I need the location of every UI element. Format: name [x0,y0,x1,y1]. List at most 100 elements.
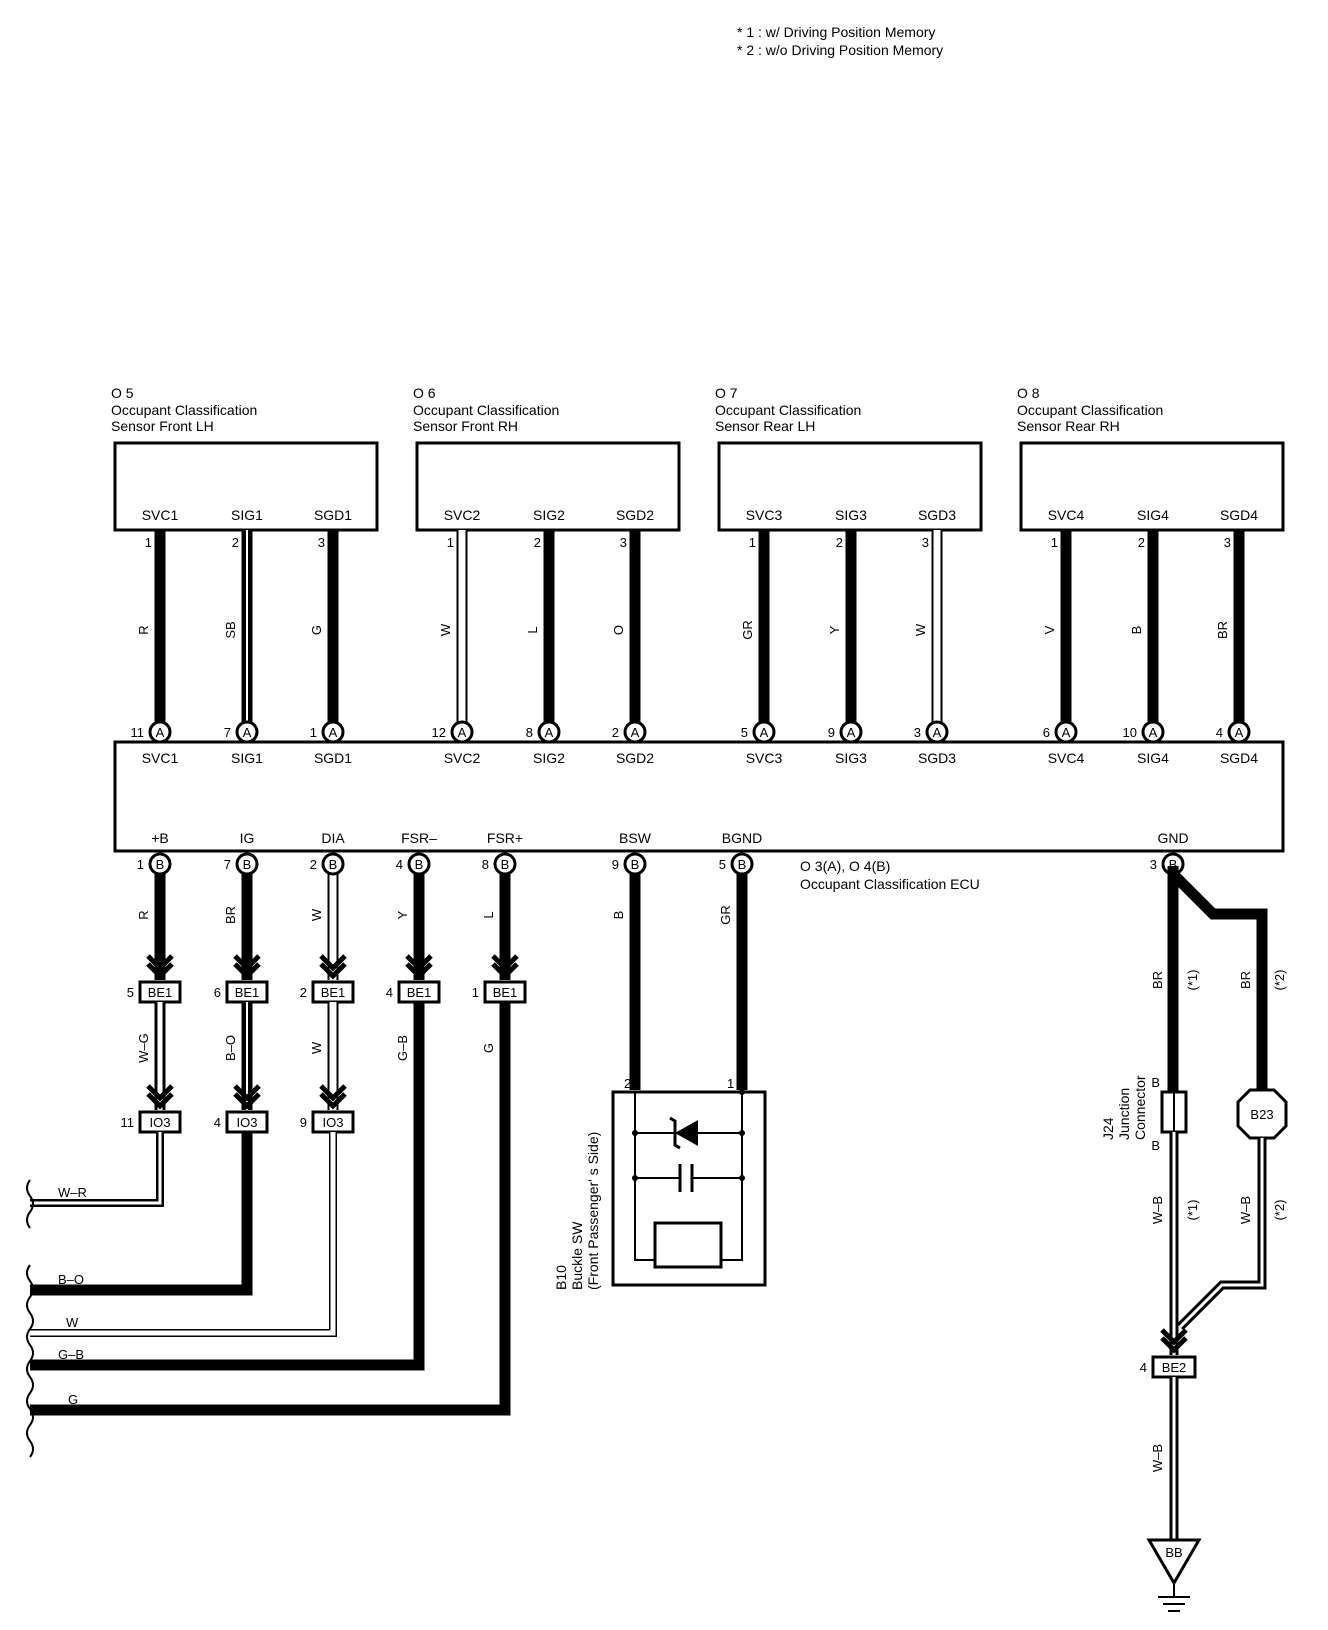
ecu-term-dia: DIA [321,830,345,846]
harness-label-g-b: G–B [58,1347,84,1362]
io3-connectors: IO3 11 IO3 4 IO3 9 [121,1110,355,1134]
svg-text:A: A [329,725,338,740]
harness-label-g: G [68,1392,78,1407]
color-w: W [309,1041,324,1054]
ecu-a-pin-sig4: 10 [1123,725,1137,740]
arrow-fsr-plus-2 [491,962,519,980]
io3-harness-wires [30,1132,337,1337]
connector-a-pin-12: A [450,720,474,744]
connector-a-pin-10: A [1141,720,1165,744]
ground-wb-2: W–B [1238,1196,1253,1224]
ecu-connector-b: B B B B B B B B [148,852,1185,876]
wire-color-w2: W [913,623,928,636]
ecu-name-label: Occupant Classification ECU [800,876,980,892]
svg-text:A: A [631,725,640,740]
svg-text:B: B [738,857,747,872]
svg-text:B: B [1169,857,1178,872]
ecu-term-sgd1: SGD1 [314,750,352,766]
wire-color-w: W [438,623,453,636]
o8-pin-2: 2 [1138,535,1145,550]
ecu-bottom-terminal-names: +B IG DIA FSR– FSR+ BSW BGND GND [151,830,1188,846]
o7-term-svc3: SVC3 [746,507,783,523]
connector-a-pin-7: A [235,720,259,744]
be1-label-2: BE1 [235,985,260,1000]
ecu-a-pin-svc3: 5 [741,725,748,740]
connector-b-pin-2: B [321,852,345,876]
ecu-connector-label: O 3(A), O 4(B) [800,858,890,874]
wire-color-br: BR [1215,621,1230,639]
svg-text:A: A [760,725,769,740]
arrow-dia-2 [319,962,347,980]
sensor-o5-id: O 5 [111,385,134,401]
wire-color-o: O [611,625,626,635]
b23-label: B23 [1250,1107,1273,1122]
o5-term-sgd1: SGD1 [314,507,352,523]
ground-note-2: (*2) [1272,970,1287,991]
buckle-pin-1: 1 [727,1076,734,1091]
ecu-term-plus-b: +B [151,830,169,846]
be1-pin-5: 5 [127,985,134,1000]
b23-connector [1236,1088,1288,1140]
buckle-switch: 2 1 [611,1076,767,1287]
sensor-o7-id: O 7 [715,385,738,401]
ecu-b-pin-gnd: 3 [1150,857,1157,872]
ground-wb-1: W–B [1150,1196,1165,1224]
o5-pin-3: 3 [318,535,325,550]
o7-pin-1: 1 [749,535,756,550]
earth-label: BB [1165,1545,1182,1560]
be1-pin-6: 6 [214,985,221,1000]
ecu-term-svc1: SVC1 [142,750,179,766]
sensor-o6-line1: Occupant Classification [413,402,559,418]
sensor-o7-line1: Occupant Classification [715,402,861,418]
ecu-a-pin-sig2: 8 [526,725,533,740]
be2-pin: 4 [1140,1360,1147,1375]
o8-term-sgd4: SGD4 [1220,507,1258,523]
be1-label-5: BE1 [493,985,518,1000]
bottom-color-w: W [309,908,324,921]
sensor-o5-line2: Sensor Front LH [111,418,214,434]
svg-text:A: A [458,725,467,740]
be1-label-1: BE1 [148,985,173,1000]
ecu-term-bgnd: BGND [722,830,762,846]
svg-text:B: B [243,857,252,872]
connector-a-pin-2: A [623,720,647,744]
be1-to-io3-wires [30,1002,511,1416]
be1-label-4: BE1 [407,985,432,1000]
ecu-term-sig3: SIG3 [835,750,867,766]
ecu-term-fsr-plus: FSR+ [487,830,523,846]
arrow-fsr-plus [491,954,519,972]
o8-pin-1: 1 [1051,535,1058,550]
buckle-pin-2: 2 [624,1076,631,1091]
be1-out-wire-colors: W–G B–O W G–B G [136,1033,496,1063]
io3-pin-9: 9 [300,1115,307,1130]
o6-term-sgd2: SGD2 [616,507,654,523]
sensor-wire-colors: R SB G W L O GR Y W V B BR [136,620,1230,640]
connector-a-pin-5: A [752,720,776,744]
io3-pin-11: 11 [121,1115,135,1130]
connector-b-pin-8: B [493,852,517,876]
ground-br-1: BR [1150,971,1165,989]
wire-color-l: L [525,626,540,633]
diode-icon [675,1120,698,1146]
connector-a-pin-1: A [321,720,345,744]
svg-text:A: A [1235,725,1244,740]
ecu-a-pin-svc1: 11 [131,725,145,740]
ecu-term-svc4: SVC4 [1048,750,1085,766]
svg-text:A: A [1149,725,1158,740]
ground-br-2: BR [1238,971,1253,989]
ecu-a-pin-sig1: 7 [224,725,231,740]
o6-pin-2: 2 [534,535,541,550]
connector-a-pin-4: A [1227,720,1251,744]
earth-bb [1146,1538,1202,1586]
harness-wire-labels: W–R B–O W G–B G [58,1185,87,1407]
buckle-side: (Front Passenger' s Side) [585,1132,601,1290]
bottom-color-y: Y [395,910,410,919]
wire-color-y: Y [827,625,842,634]
ecu-connector-a: A A A A A A A A A A A A [148,720,1251,744]
connector-b-pin-7: B [235,852,259,876]
o7-pin-2: 2 [836,535,843,550]
bottom-color-br: BR [223,906,238,924]
sensor-o7-line2: Sensor Rear LH [715,418,815,434]
io3-label-2: IO3 [237,1115,258,1130]
